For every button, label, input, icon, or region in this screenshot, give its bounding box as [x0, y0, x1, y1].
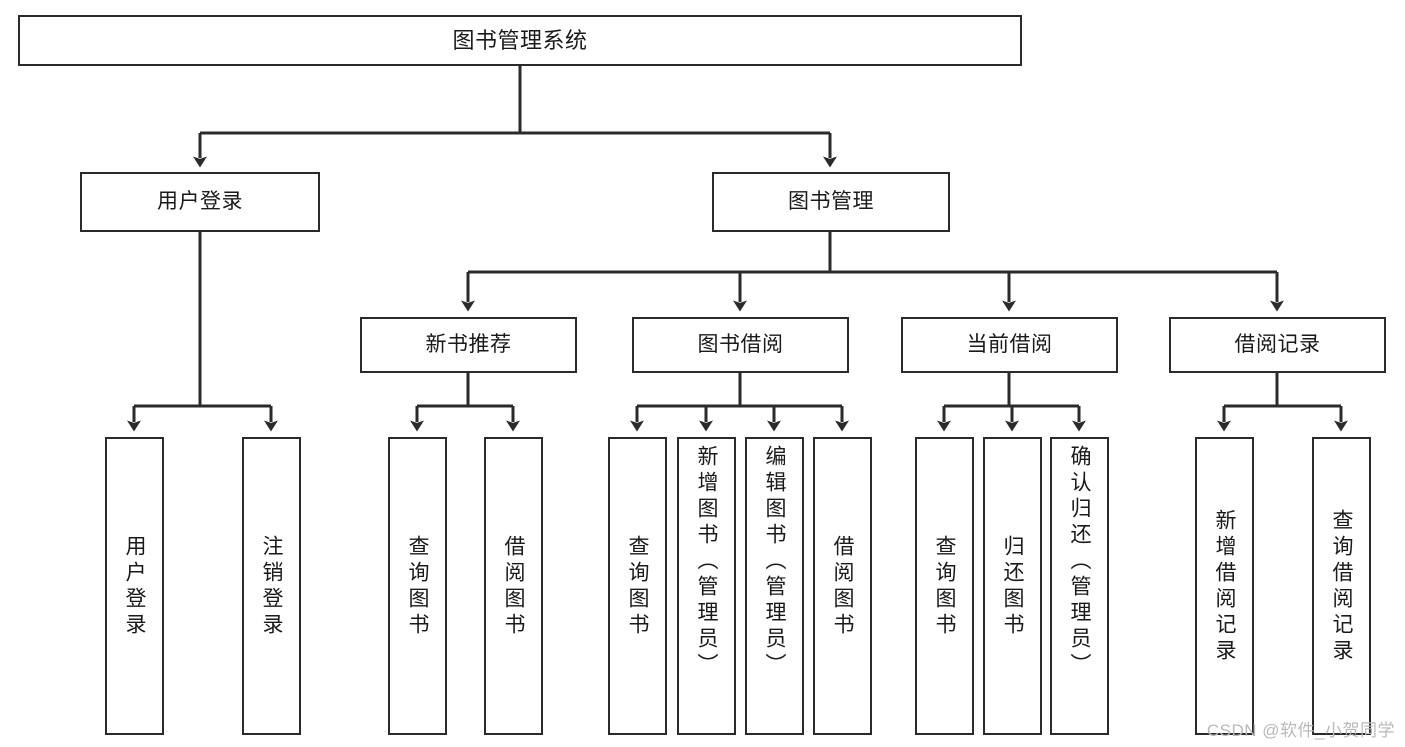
node-label: 用户登录 — [123, 535, 146, 639]
node-label: 归还图书 — [1001, 535, 1024, 639]
node-label: 查询图书 — [406, 535, 429, 639]
node-leaf-query-book-2[interactable]: 查询图书 — [608, 437, 667, 735]
node-label: 用户登录 — [157, 189, 243, 213]
node-leaf-borrow-book-2[interactable]: 借阅图书 — [813, 437, 872, 735]
node-user-login[interactable]: 用户登录 — [80, 172, 320, 232]
node-root-system[interactable]: 图书管理系统 — [18, 15, 1022, 66]
node-leaf-borrow-book-1[interactable]: 借阅图书 — [484, 437, 543, 735]
node-label: 借阅图书 — [502, 535, 525, 639]
node-label: 新增借阅记录 — [1213, 509, 1236, 665]
node-leaf-confirm-return-admin[interactable]: 确认归还（管理员） — [1050, 437, 1109, 735]
node-leaf-return-book[interactable]: 归还图书 — [983, 437, 1042, 735]
node-label: 借阅记录 — [1234, 332, 1321, 356]
node-leaf-edit-book-admin[interactable]: 编辑图书（管理员） — [745, 437, 804, 735]
node-current-borrow[interactable]: 当前借阅 — [901, 317, 1118, 373]
node-leaf-query-book-1[interactable]: 查询图书 — [388, 437, 447, 735]
node-leaf-logout-login[interactable]: 注销登录 — [242, 437, 301, 735]
node-label: 确认归还（管理员） — [1068, 445, 1091, 679]
node-label: 注销登录 — [260, 535, 283, 639]
node-leaf-add-borrow-record[interactable]: 新增借阅记录 — [1195, 437, 1254, 735]
node-label: 编辑图书（管理员） — [763, 445, 786, 679]
node-new-book-recommend[interactable]: 新书推荐 — [360, 317, 577, 373]
node-label: 借阅图书 — [831, 535, 854, 639]
node-borrow-record[interactable]: 借阅记录 — [1169, 317, 1386, 373]
node-leaf-query-book-3[interactable]: 查询图书 — [915, 437, 974, 735]
node-label: 新书推荐 — [425, 332, 512, 356]
node-label: 图书管理 — [788, 189, 874, 213]
node-label: 查询图书 — [933, 535, 956, 639]
node-leaf-user-login[interactable]: 用户登录 — [105, 437, 164, 735]
csdn-watermark: CSDN @软件_小贺同学 — [1206, 721, 1395, 740]
node-label: 当前借阅 — [966, 332, 1053, 356]
node-label: 查询借阅记录 — [1330, 509, 1353, 665]
node-leaf-query-borrow-record[interactable]: 查询借阅记录 — [1312, 437, 1371, 735]
node-label: 查询图书 — [626, 535, 649, 639]
node-book-borrow[interactable]: 图书借阅 — [632, 317, 849, 373]
node-label: 图书借阅 — [697, 332, 784, 356]
node-leaf-add-book-admin[interactable]: 新增图书（管理员） — [677, 437, 736, 735]
node-label: 图书管理系统 — [452, 27, 588, 53]
node-label: 新增图书（管理员） — [695, 445, 718, 679]
node-book-management[interactable]: 图书管理 — [712, 172, 950, 232]
